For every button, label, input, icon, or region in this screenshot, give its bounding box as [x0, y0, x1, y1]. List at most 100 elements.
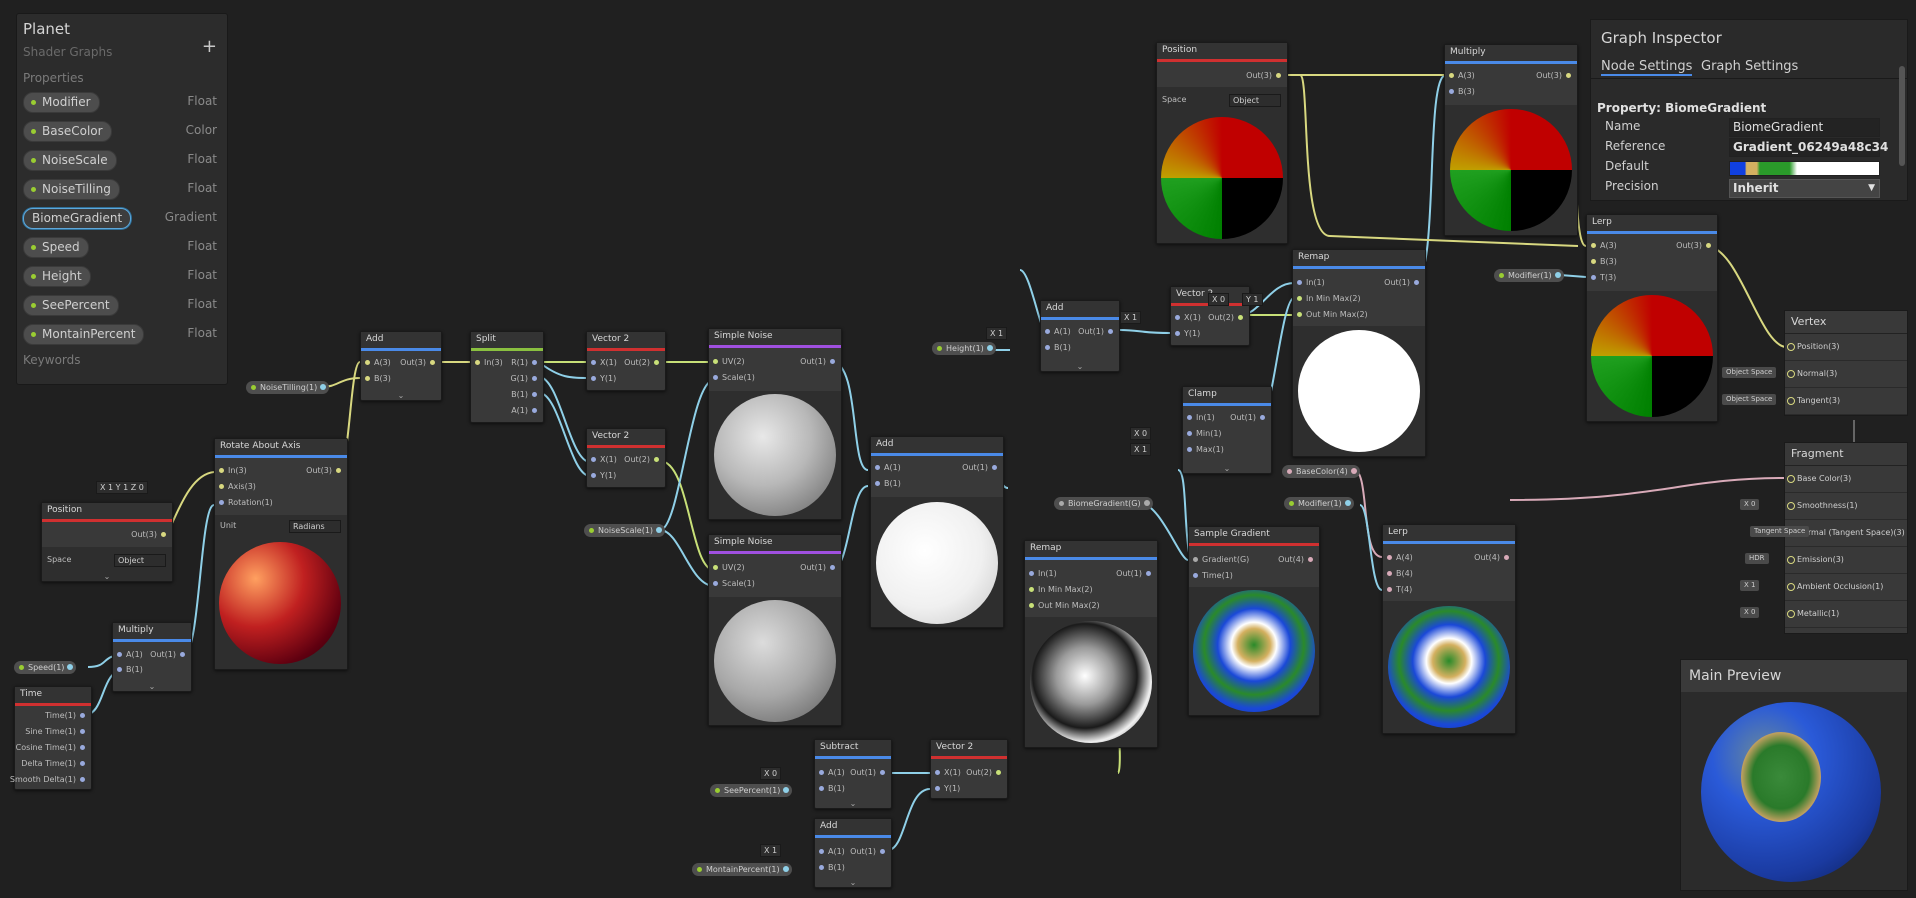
property-pill-selected[interactable]: BiomeGradient — [23, 208, 132, 229]
output-port[interactable]: Out(3) — [131, 530, 170, 539]
property-pill[interactable]: Height — [23, 266, 91, 287]
output-port[interactable]: Out(2) — [624, 358, 663, 367]
output-port[interactable]: Out(2) — [966, 768, 1005, 777]
input-port[interactable]: In Min Max(2) — [1293, 294, 1361, 303]
name-field[interactable]: BiomeGradient — [1729, 118, 1880, 137]
input-port[interactable]: B(1) — [871, 479, 901, 488]
input-port[interactable]: Scale(1) — [709, 579, 755, 588]
property-node-modifier-b[interactable]: Modifier(1) — [1284, 497, 1354, 510]
property-node-modifier-a[interactable]: Modifier(1) — [1494, 269, 1564, 282]
smoothness-input[interactable]: X 0 — [1740, 499, 1760, 510]
vertex-master-node[interactable]: Vertex Position(3) Normal(3) Tangent(3) — [1784, 310, 1908, 416]
fragment-port-row[interactable]: Smoothness(1) — [1785, 493, 1907, 520]
node-vector2-c[interactable]: Vector 2 X(1) Y(1) Out(2) — [930, 739, 1008, 799]
chevron-down-icon[interactable]: ⌄ — [849, 878, 857, 887]
input-port[interactable]: In Min Max(2) — [1025, 585, 1093, 594]
axis-vector-input[interactable]: X 1 Y 1 Z 0 — [96, 481, 148, 494]
output-port[interactable]: A(1) — [511, 406, 541, 415]
fragment-master-node[interactable]: Fragment Base Color(3) Smoothness(1) Nor… — [1784, 442, 1908, 634]
node-add-c[interactable]: Add A(1) B(1) Out(1) ⌄ — [814, 818, 892, 888]
input-port[interactable]: B(4) — [1383, 569, 1413, 578]
input-port[interactable]: T(4) — [1383, 585, 1412, 594]
output-port[interactable]: Time(1) — [45, 711, 89, 720]
input-port[interactable]: Time(1) — [1189, 571, 1233, 580]
input-port[interactable]: X(1) — [587, 455, 617, 464]
property-node-montain-percent[interactable]: MontainPercent(1) — [692, 863, 792, 876]
ambient-occlusion-input[interactable]: X 1 — [1740, 580, 1760, 591]
input-port[interactable]: B(3) — [361, 374, 391, 383]
output-port[interactable]: Out(2) — [1208, 313, 1247, 322]
vector2-x-input[interactable]: X 0 — [1208, 293, 1230, 306]
chevron-down-icon[interactable]: ⌄ — [1223, 464, 1231, 473]
output-port[interactable]: Out(1) — [850, 847, 889, 856]
property-pill[interactable]: MontainPercent — [23, 324, 145, 345]
input-port[interactable]: A(3) — [1587, 241, 1617, 250]
chevron-down-icon[interactable]: ⌄ — [1076, 362, 1084, 371]
input-port[interactable]: A(1) — [815, 847, 845, 856]
input-port[interactable]: B(3) — [1445, 87, 1475, 96]
space-dropdown[interactable]: Object — [1229, 94, 1281, 107]
input-port[interactable]: B(1) — [815, 784, 845, 793]
node-vector2-b[interactable]: Vector 2 X(1) Y(1) Out(2) — [586, 428, 666, 488]
node-remap-b[interactable]: Remap In(1) In Min Max(2) Out Min Max(2)… — [1292, 249, 1426, 457]
fragment-port-row[interactable]: Base Color(3) — [1785, 466, 1907, 493]
node-add-a[interactable]: Add A(3) B(3) Out(3) ⌄ — [360, 331, 442, 401]
input-port[interactable]: In(3) — [471, 358, 503, 367]
output-port[interactable]: Out(1) — [1384, 278, 1423, 287]
node-vector2-a[interactable]: Vector 2 X(1) Y(1) Out(2) — [586, 331, 666, 391]
output-port[interactable]: G(1) — [510, 374, 541, 383]
node-multiply-a[interactable]: Multiply A(1) B(1) Out(1) ⌄ — [112, 622, 192, 692]
node-position-a[interactable]: Position Out(3) Space Object ⌄ — [41, 502, 173, 582]
property-pill[interactable]: BaseColor — [23, 121, 112, 142]
output-port[interactable]: Out(3) — [400, 358, 439, 367]
vector2-x-input[interactable]: X 1 — [1120, 311, 1142, 324]
input-port[interactable]: Min(1) — [1183, 429, 1222, 438]
space-dropdown[interactable]: Object — [114, 554, 166, 567]
unit-dropdown[interactable]: Radians — [289, 520, 341, 533]
input-port[interactable]: Y(1) — [587, 471, 616, 480]
output-port[interactable]: Out(1) — [850, 768, 889, 777]
chevron-down-icon[interactable]: ⌄ — [148, 682, 156, 691]
output-port[interactable]: Out(3) — [1536, 71, 1575, 80]
output-port[interactable]: Out(3) — [306, 466, 345, 475]
output-port[interactable]: R(1) — [511, 358, 541, 367]
node-time[interactable]: Time Time(1) Sine Time(1) Cosine Time(1)… — [10, 686, 92, 790]
output-port[interactable]: Out(1) — [1078, 327, 1117, 336]
input-port[interactable]: X(1) — [587, 358, 617, 367]
property-pill[interactable]: NoiseTilling — [23, 179, 120, 200]
property-node-speed[interactable]: Speed(1) — [14, 661, 77, 674]
node-lerp-b[interactable]: Lerp A(4) B(4) T(4) Out(4) — [1382, 524, 1516, 734]
output-port[interactable]: Out(3) — [1246, 71, 1285, 80]
chevron-down-icon[interactable]: ⌄ — [849, 799, 857, 808]
property-pill[interactable]: Modifier — [23, 92, 100, 113]
input-port[interactable]: Gradient(G) — [1189, 555, 1249, 564]
output-port[interactable]: Sine Time(1) — [25, 727, 89, 736]
input-port[interactable]: A(3) — [361, 358, 391, 367]
output-port[interactable]: Out(1) — [962, 463, 1001, 472]
input-port[interactable]: Rotation(1) — [215, 498, 273, 507]
add-c-a-input[interactable]: X 1 — [760, 844, 782, 857]
node-add-d[interactable]: Add A(1) B(1) Out(1) ⌄ — [1040, 300, 1120, 372]
output-port[interactable]: Out(1) — [1230, 413, 1269, 422]
output-port[interactable]: Out(4) — [1278, 555, 1317, 564]
node-subtract[interactable]: Subtract A(1) B(1) Out(1) ⌄ — [814, 739, 892, 809]
node-position-b[interactable]: Position Out(3) Space Object — [1156, 42, 1288, 244]
subtract-a-input[interactable]: X 0 — [760, 767, 782, 780]
node-sample-gradient[interactable]: Sample Gradient Gradient(G) Time(1) Out(… — [1188, 526, 1320, 716]
node-clamp[interactable]: Clamp In(1) Min(1) Max(1) Out(1) ⌄ — [1182, 386, 1272, 474]
node-lerp-a[interactable]: Lerp A(3) B(3) T(3) Out(3) — [1586, 214, 1718, 422]
output-port[interactable]: Out(1) — [1116, 569, 1155, 578]
vertex-port-row[interactable]: Position(3) — [1785, 334, 1907, 361]
node-remap-a[interactable]: Remap In(1) In Min Max(2) Out Min Max(2)… — [1024, 540, 1158, 748]
tab-node-settings[interactable]: Node Settings — [1601, 59, 1693, 76]
tangent-space-input[interactable]: Object Space — [1722, 394, 1777, 405]
input-port[interactable]: Max(1) — [1183, 445, 1224, 454]
property-node-height[interactable]: Height(1) — [932, 342, 996, 355]
input-port[interactable]: Out Min Max(2) — [1293, 310, 1368, 319]
vertex-port-row[interactable]: Normal(3) — [1785, 361, 1907, 388]
property-pill[interactable]: NoiseScale — [23, 150, 117, 171]
input-port[interactable]: B(1) — [815, 863, 845, 872]
property-node-see-percent[interactable]: SeePercent(1) — [710, 784, 793, 797]
